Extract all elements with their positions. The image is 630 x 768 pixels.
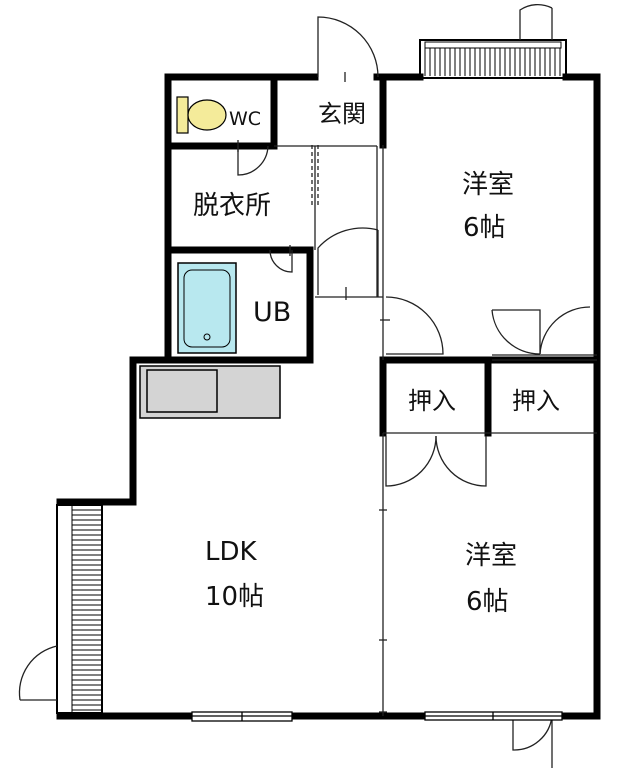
western-room-bottom-size: 6帖: [466, 587, 509, 617]
wc-label: WC: [229, 108, 261, 130]
balcony-left: [56, 504, 103, 714]
walls: [56, 73, 601, 720]
thin-walls: [237, 72, 597, 716]
doors: [18, 4, 591, 768]
top-window-sill: [419, 39, 567, 79]
ldk-label: LDK: [205, 537, 258, 567]
kitchen-counter: [139, 365, 281, 419]
oshiire-right-label: 押入: [512, 387, 560, 415]
ub-label: UB: [253, 297, 291, 328]
oshiire-left-label: 押入: [408, 387, 456, 415]
bathtub-icon: [177, 262, 237, 354]
western-room-top-label: 洋室: [462, 170, 514, 200]
western-room-top-size: 6帖: [463, 213, 506, 243]
ldk-size: 10帖: [205, 582, 264, 612]
toilet-icon: [176, 96, 227, 134]
windows: [191, 711, 563, 722]
datsuijo-label: 脱衣所: [193, 191, 271, 221]
western-room-bottom-label: 洋室: [465, 541, 517, 571]
genkan-label: 玄関: [318, 100, 366, 128]
